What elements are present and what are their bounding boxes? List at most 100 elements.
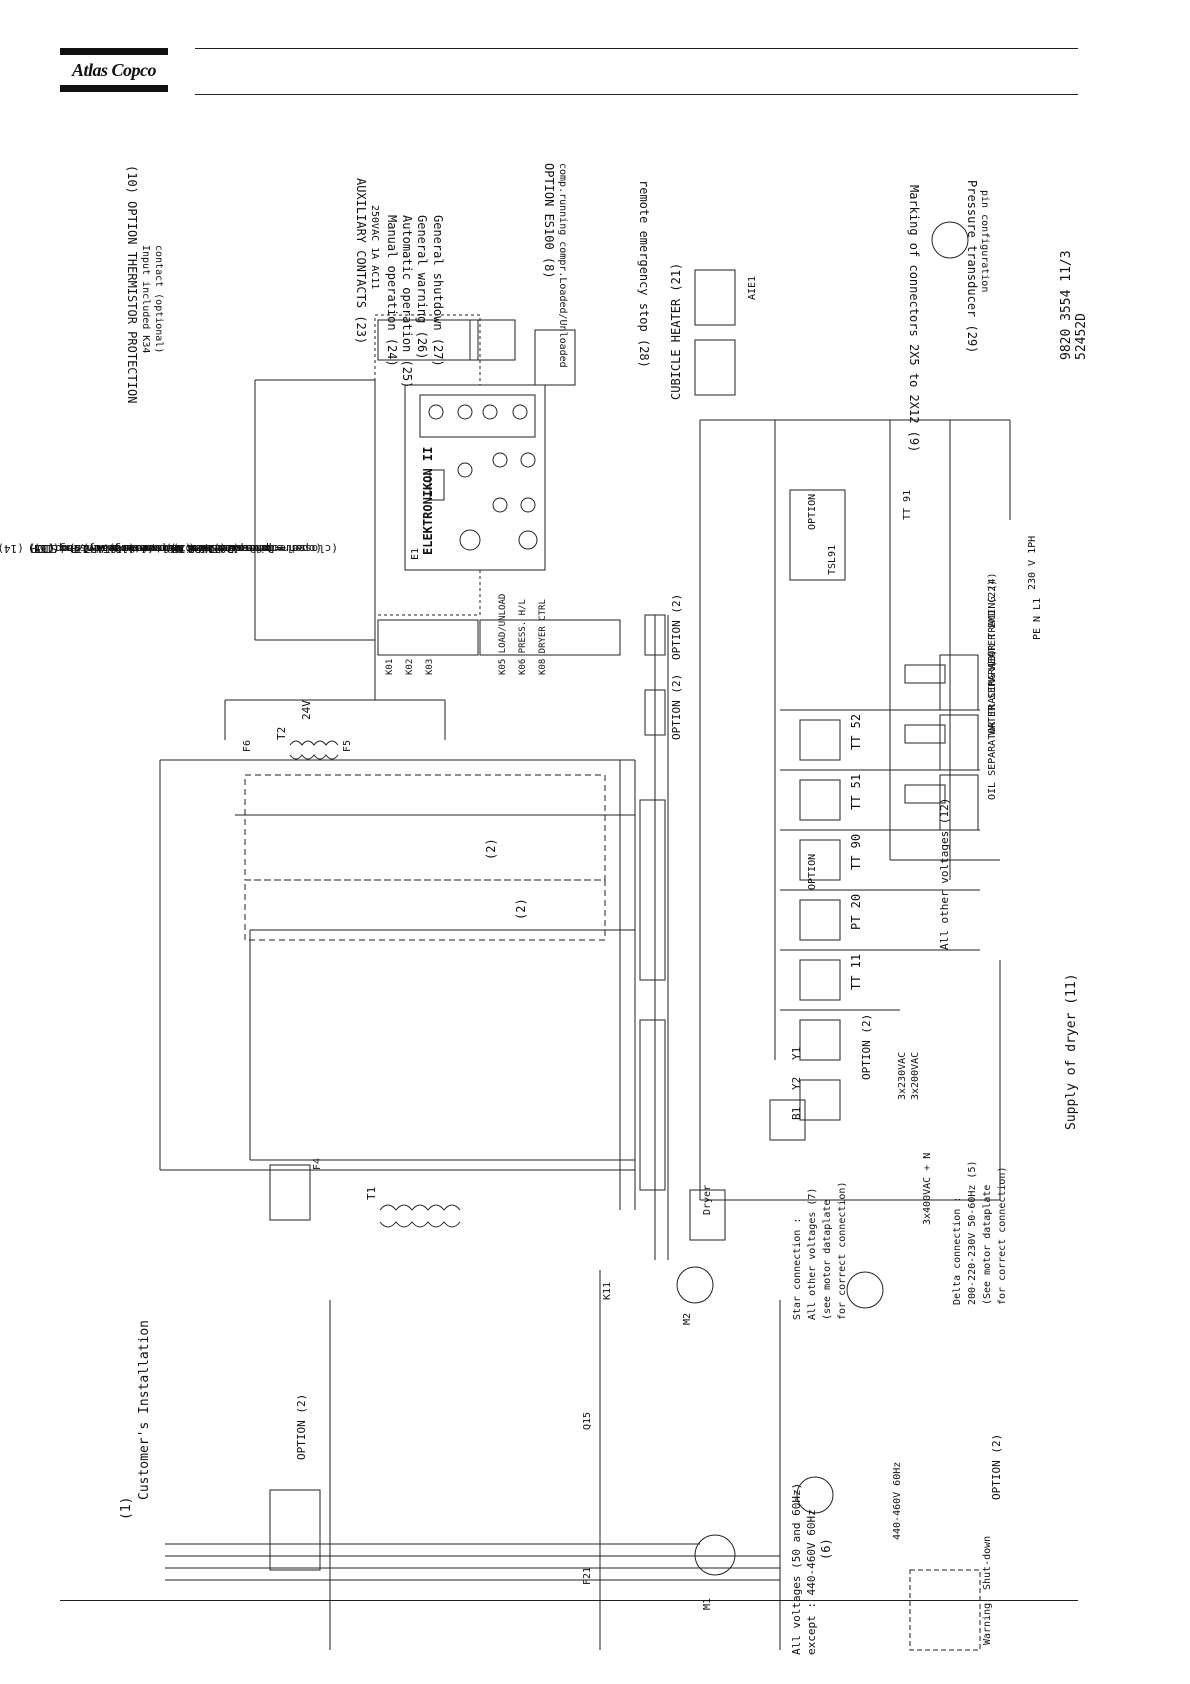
label-star-correct: for correct connection) <box>837 1182 848 1320</box>
label-b1: B1 <box>790 1107 803 1120</box>
label-delta-correct: for correct connection) <box>997 1167 1008 1305</box>
label-shutdown: Shut-down <box>982 1536 993 1590</box>
label-bracket-2a: (2) <box>484 838 498 860</box>
label-star-conn: Star connection : <box>792 1218 803 1320</box>
input-label-3: remote load/unload (15) <box>28 542 180 555</box>
input-label-5: remote pressure sensing(16) <box>33 542 212 555</box>
label-aux-warning: General warning (26) <box>415 215 429 360</box>
input-label-6: ( link = remote ) <box>113 542 226 555</box>
label-v3x400: 3x400VAC + N <box>922 1153 933 1225</box>
label-customer: Customer's Installation <box>137 1320 152 1500</box>
label-t1: T1 <box>365 1187 378 1200</box>
label-aie1: AIE1 <box>747 276 758 300</box>
label-v440: 440-460V 60Hz <box>892 1462 903 1540</box>
label-aux-manual: Manual operation (24) <box>385 215 399 367</box>
label-f21: F21 <box>582 1567 593 1585</box>
input-label-9: Delta P DD/PD filter (19) <box>108 542 274 555</box>
logo-text: Atlas Copco <box>71 60 157 80</box>
relay-label-4: K05 LOAD/UNLOAD <box>498 594 508 675</box>
elektronikon-panel <box>404 384 546 571</box>
label-delta-motor: (See motor dataplate <box>982 1185 993 1305</box>
input-label-13: (closed = pressure set 2) <box>172 542 338 555</box>
label-thermistor-sub2: contact (optional) <box>153 245 164 353</box>
label-q15: Q15 <box>582 1412 593 1430</box>
label-k11: K11 <box>602 1282 613 1300</box>
label-aux-auto: Automatic operation (25) <box>400 215 414 388</box>
atlas-copco-logo: Atlas Copco <box>60 48 168 92</box>
label-tt51: TT 51 <box>849 774 863 810</box>
label-option-2b: OPTION (2) <box>670 674 683 740</box>
input-label-12: (open = pressure set 1) <box>170 542 322 555</box>
label-t2: T2 <box>275 727 288 740</box>
label-v3x230: 3x230VAC <box>897 1052 908 1100</box>
label-m1: M1 <box>702 1598 713 1610</box>
label-tsl: TSL91 <box>827 545 838 575</box>
motor-m2 <box>676 1266 714 1304</box>
header-rule-top <box>195 48 1078 49</box>
label-option-2a: OPTION (2) <box>670 594 683 660</box>
relay-label-5: K06 PRESS. H/L <box>518 599 528 675</box>
label-pe-n-l1: PE N L1 <box>1032 598 1043 640</box>
label-warning: Warning <box>982 1603 993 1645</box>
label-y2: Y2 <box>790 1077 803 1090</box>
label-f5: F5 <box>342 740 353 752</box>
label-heater-emd: HEATER EMD (22) <box>987 580 998 670</box>
logo-bar-top <box>60 48 168 55</box>
doc-ref-drawing: 52452D <box>1074 313 1089 360</box>
label-marking: Marking of connectors 2X5 to 2X12 (9) <box>907 185 921 452</box>
label-ref6: (6) <box>819 1538 833 1560</box>
input-label-1: emergency stop(13) <box>29 542 148 555</box>
label-tt11: TT 11 <box>849 954 863 990</box>
label-option-label: OPTION <box>807 854 818 890</box>
label-aux-rating: 250VAC 1A AC11 <box>369 205 380 289</box>
label-aux-shutdown: General shutdown (27) <box>431 215 445 367</box>
label-star-motor: (see motor dataplate <box>822 1200 833 1320</box>
label-f4: F4 <box>312 1158 323 1170</box>
label-m2: M2 <box>682 1313 693 1325</box>
label-all-other: All other voltages (12) <box>938 798 951 950</box>
input-label-8: fault EMD (18) <box>165 542 258 555</box>
label-t2-v: 24V <box>300 700 313 720</box>
label-delta-conn: Delta connection : <box>952 1197 963 1305</box>
label-tt90: TT 90 <box>849 834 863 870</box>
label-dryer: Dryer <box>702 1185 713 1215</box>
label-f6: F6 <box>242 740 253 752</box>
input-label-7: overload main/fanmotor(17) <box>69 542 241 555</box>
label-es100-title: OPTION ES100 (8) <box>542 163 556 279</box>
label-oil-sep: OIL SEPARATOR TRACING (3) <box>987 649 998 800</box>
label-thermistor-title: (10) OPTION THERMISTOR PROTECTION <box>125 165 139 403</box>
label-water-sep: WATER SEPARATOR TRACING (4) <box>987 572 998 735</box>
label-es100-sub: comp.running compr.Loaded/Unloaded <box>557 163 568 368</box>
label-thermistor-sub1: Input included K34 <box>140 245 151 353</box>
label-supply-dryer: Supply of dryer (11) <box>1064 973 1079 1130</box>
label-all-voltages: All voltages (50 and 60Hz) <box>790 1483 803 1655</box>
doc-ref-number: 9820 3554 11/3 <box>1059 250 1074 360</box>
label-option-door: OPTION (2) <box>295 1394 308 1460</box>
label-transducer2: pin configuration <box>979 190 990 292</box>
label-bracket-2b: (2) <box>514 898 528 920</box>
label-y1: Y1 <box>790 1047 803 1060</box>
controller-label: ELEKTRONIKON II <box>421 447 435 555</box>
label-cubicle-heater: CUBICLE HEATER (21) <box>669 263 683 400</box>
label-tt52: TT 52 <box>849 714 863 750</box>
label-delta-v: 200-220-230V 50-60Hz (5) <box>967 1161 978 1306</box>
label-supply-230: 230 V 1PH <box>1027 536 1038 590</box>
label-option-r97: OPTION (2) <box>990 1434 1003 1500</box>
label-tsl-option: OPTION <box>807 494 818 530</box>
label-remote-estop: remote emergency stop (28) <box>637 180 651 368</box>
label-option-2c: OPTION (2) <box>860 1014 873 1080</box>
controller-ref: E1 <box>410 548 421 560</box>
component-layer <box>269 221 981 1651</box>
relay-label-2: K02 <box>405 659 415 675</box>
label-aux-contacts: AUXILIARY CONTACTS (23) <box>354 178 368 344</box>
footer-rule <box>60 1600 1078 1601</box>
relay-label-3: K03 <box>425 659 435 675</box>
label-v3x200: 3x200VAC <box>910 1052 921 1100</box>
relay-label-1: K01 <box>385 659 395 675</box>
label-tt91: TT 91 <box>902 490 913 520</box>
motor-m1 <box>694 1534 736 1576</box>
label-transducer1: Pressure transducer (29) <box>965 180 979 353</box>
